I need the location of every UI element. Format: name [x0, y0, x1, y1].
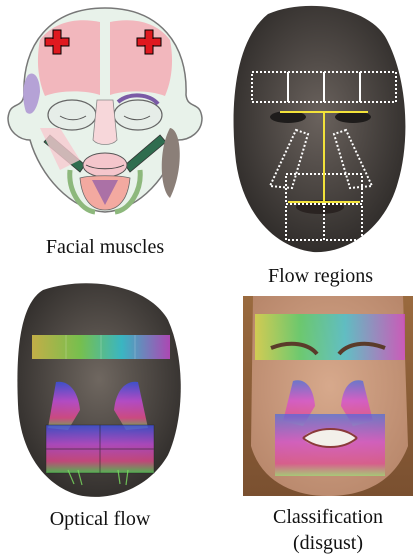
caption-classification-line1: Classification: [243, 506, 413, 528]
optical-flow-face: [8, 280, 188, 500]
flow-regions-panel: [228, 2, 413, 257]
facial-muscles-panel: [0, 0, 210, 230]
caption-flow-regions: Flow regions: [228, 265, 413, 287]
classification-face: [243, 296, 413, 496]
caption-classification-line2: (disgust): [243, 532, 413, 554]
classification-panel: [243, 296, 413, 496]
caption-optical-flow: Optical flow: [0, 508, 200, 530]
caption-classification: Classification (disgust): [243, 506, 413, 554]
caption-facial-muscles: Facial muscles: [0, 236, 210, 258]
facial-muscles-diagram: [0, 0, 210, 230]
flow-regions-face: [228, 2, 413, 257]
optical-flow-panel: [8, 280, 188, 500]
